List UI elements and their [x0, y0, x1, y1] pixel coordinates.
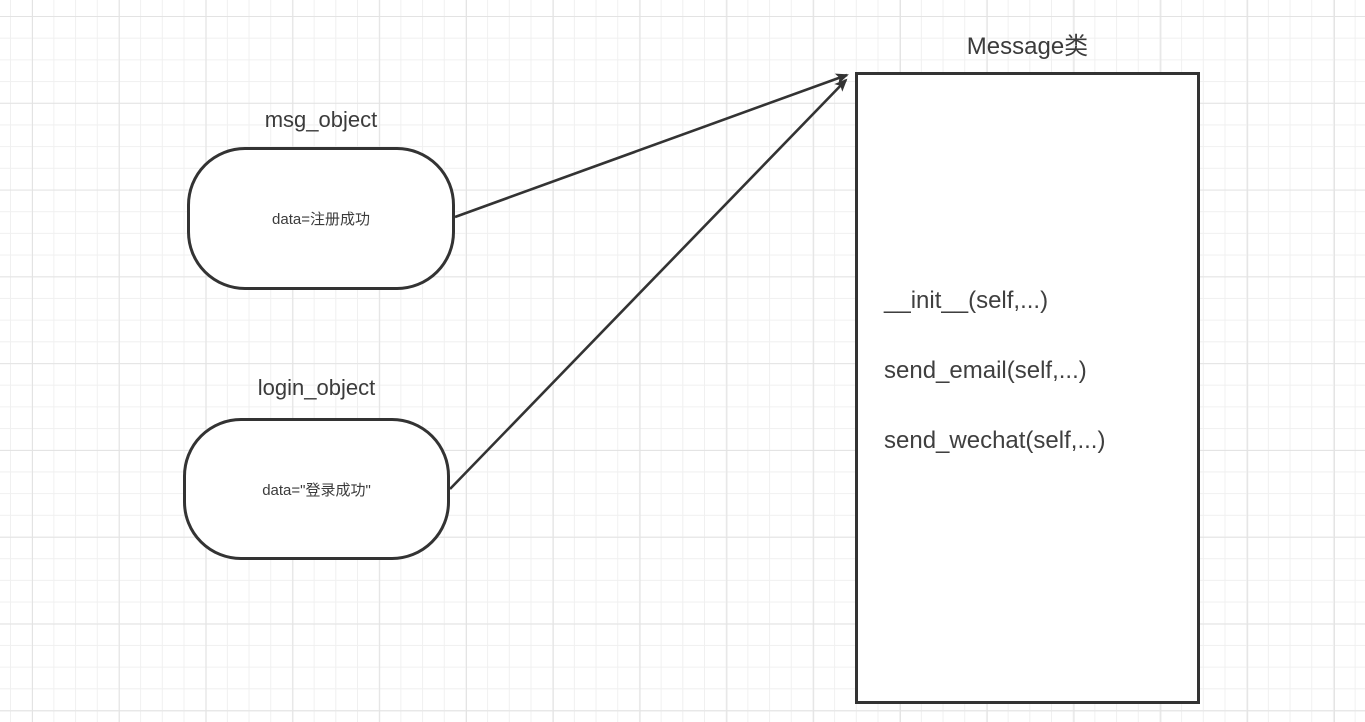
login-object-node: data="登录成功" [183, 418, 450, 560]
method-list: __init__(self,...) send_email(self,...) … [884, 266, 1189, 476]
arrow-msg-object-to-message-class [454, 73, 849, 219]
msg-object-title: msg_object [264, 107, 378, 132]
login-object-content: data="登录成功" [262, 481, 371, 499]
login-object-title: login_object [257, 375, 376, 400]
message-class-title: Message类 [966, 33, 1089, 60]
msg-object-node: data=注册成功 [187, 147, 455, 290]
method-send-wechat: send_wechat(self,...) [884, 427, 1106, 454]
arrow-login-object-to-message-class [449, 78, 848, 490]
msg-object-content: data=注册成功 [272, 211, 370, 228]
message-class-box: __init__(self,...) send_email(self,...) … [855, 72, 1200, 704]
method-init: __init__(self,...) [884, 287, 1049, 314]
method-send-email: send_email(self,...) [884, 357, 1087, 384]
